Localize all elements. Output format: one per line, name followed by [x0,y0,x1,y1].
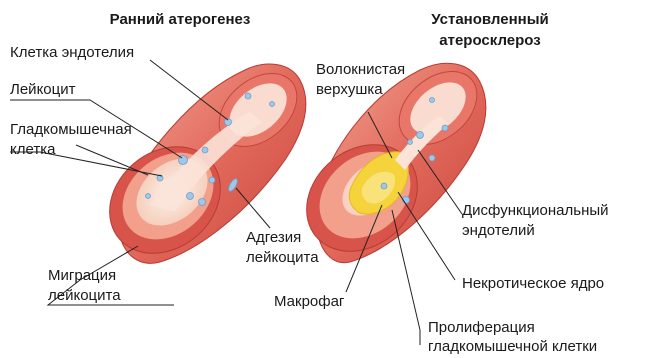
label-dysfunctional-endothelium-line2: эндотелий [462,221,535,241]
right-panel-title-line1: Установленный [424,10,556,30]
macrophage-cell [381,183,387,189]
label-fibrous-cap-line2: верхушка [316,80,383,100]
left-panel-title: Ранний атерогенез [92,10,268,30]
label-macrophage: Макрофаг [274,292,344,312]
label-leukocyte-migration-line2: лейкоцита [48,286,121,306]
label-leukocyte: Лейкоцит [10,80,75,100]
label-leukocyte-adhesion-line2: лейкоцита [246,248,319,268]
label-leukocyte-adhesion-line1: Адгезия [246,228,301,248]
leader-smooth-muscle-2 [76,145,148,175]
cell [187,193,194,200]
cell [245,93,251,99]
cell [209,177,215,183]
cell [442,125,448,131]
cell [430,98,435,103]
cell [408,140,413,145]
right-panel-title-line2: атеросклероз [424,31,556,51]
cell [199,199,206,206]
label-endothelial-cell: Клетка эндотелия [10,43,134,63]
label-dysfunctional-endothelium-line1: Дисфункциональный [462,201,609,221]
cell [270,102,275,107]
cell [417,132,424,139]
label-leukocyte-migration-line1: Миграция [48,266,116,286]
cell [146,194,151,199]
label-smooth-muscle-cell-line2: клетка [10,140,55,160]
cell [429,155,435,161]
label-smc-proliferation-line2: гладкомышечной клетки [428,337,597,357]
label-necrotic-core: Некротическое ядро [462,274,604,294]
label-fibrous-cap-line1: Волокнистая [316,60,405,80]
cell [202,147,208,153]
label-smooth-muscle-cell-line1: Гладкомышечная [10,120,132,140]
label-smc-proliferation-line1: Пролиферация [428,318,535,338]
